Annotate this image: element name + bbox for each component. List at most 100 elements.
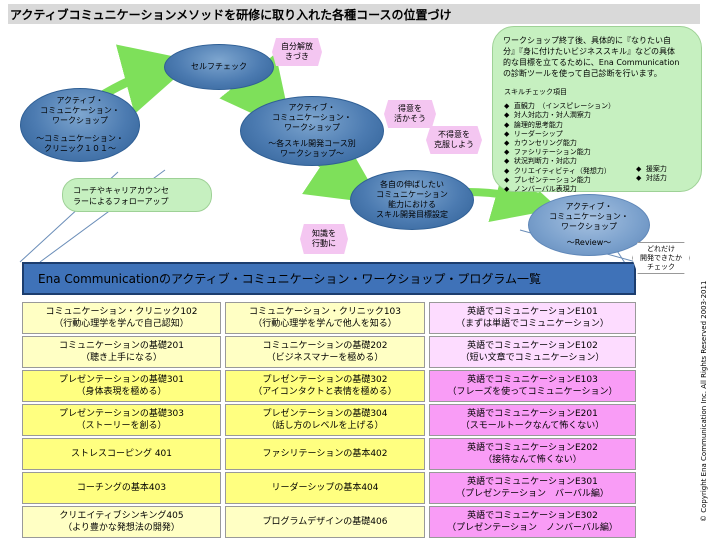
- badge-check: どれだけ 開発できたか チェック: [632, 242, 690, 274]
- skill-extra-label: 対話力: [645, 174, 667, 183]
- self-check-ellipse: セルフチェック: [164, 44, 274, 90]
- course-name: プレゼンテーションの基礎303: [59, 409, 184, 419]
- course-subtitle: （接待なんて怖くない）: [483, 455, 582, 465]
- course-subtitle: （話し方のレベルを上げる）: [266, 421, 384, 431]
- course-name: 英語でコミュニケーションE202: [467, 443, 598, 453]
- info-line: 的な目標を立てるために、Ena Communication: [503, 58, 680, 67]
- arrow-selfcheck-to-center: [219, 53, 293, 133]
- coach-follow-cloud: コーチやキャリアカウンセ ラーによるフォローアップ: [62, 178, 212, 212]
- course-name: 英語でコミュニケーションE102: [467, 341, 598, 351]
- skill-goal-line: 能力における: [388, 200, 436, 209]
- arrow-goal-to-review: [467, 160, 559, 222]
- badge-line: 行動に: [312, 239, 336, 248]
- course-name: コミュニケーション・クリニック103: [249, 307, 401, 317]
- skill-item-label: ノンバーバル表現力: [513, 185, 577, 194]
- badge-strength: 得意を 活かそう: [384, 100, 436, 128]
- badge-line: チェック: [647, 262, 675, 271]
- skill-item: ◆ クリエイティビティ（発想力）: [504, 166, 611, 175]
- workshop-center-line: アクティブ・: [288, 103, 336, 112]
- course-name: ストレスコーピング 401: [70, 449, 173, 459]
- badge-line: 不得意を: [438, 130, 470, 139]
- course-cell: プレゼンテーションの基礎301（身体表現を極める）: [22, 370, 221, 402]
- skill-item: ◆ 論理的思考能力: [504, 120, 563, 129]
- skill-item: ◆ 状況判断力・対応力: [504, 157, 577, 166]
- workshop-left-line: 〜コミュニケーション・: [36, 134, 124, 143]
- workshop-review-line: コミュニケーション・: [549, 212, 629, 221]
- program-title: Ena Communicationのアクティブ・コミュニケーション・ワークショッ…: [38, 272, 542, 286]
- workshop-review-ellipse: アクティブ・ コミュニケーション・ ワークショップ 〜Review〜: [528, 194, 650, 256]
- course-subtitle: （行動心理学を学んで自己認知）: [54, 319, 189, 329]
- info-cloud: ワークショップ終了後、具体的に『なりたい自 分』『身に付けたいビジネススキル』な…: [492, 26, 702, 192]
- course-name: プレゼンテーションの基礎302: [262, 375, 388, 385]
- skill-goal-line: コミュニケーション: [376, 190, 448, 199]
- course-cell: リーダーシップの基本404: [225, 472, 425, 504]
- course-cell: プレゼンテーションの基礎304 （話し方のレベルを上げる）: [225, 404, 425, 436]
- course-name: 英語でコミュニケーションE302: [467, 511, 598, 521]
- skill-item: ◆ カウンセリング能力: [504, 139, 577, 148]
- course-cell: 英語でコミュニケーションE302 （プレゼンテーション ノンバーバル編）: [429, 506, 636, 538]
- badge-shape: [426, 126, 482, 154]
- course-subtitle: （短い文章でコミュニケーション）: [460, 353, 605, 363]
- skill-check-list: スキルチェック項目 ◆ 直観力 （インスピレーション） ◆ 対人対応力・対人潤察…: [504, 88, 700, 194]
- skill-item-label: ファシリテーション能力: [513, 148, 591, 157]
- course-cell: ストレスコーピング 401: [22, 438, 221, 470]
- info-line: の診断ツールを使って自己診断を行います。: [503, 69, 662, 78]
- course-cell: ファシリテーションの基本402: [225, 438, 425, 470]
- badge-weakness: 不得意を 克服しよう: [426, 126, 482, 154]
- course-cell: 英語でコミュニケーションE101（まずは単語でコミュニケーション）: [429, 302, 636, 334]
- course-name: コミュニケーションの基礎202: [262, 341, 388, 351]
- course-cell: コミュニケーションの基礎202（ビジネスマナーを極める）: [225, 336, 425, 368]
- skill-goal-line: 各自の伸ばしたい: [380, 180, 444, 189]
- skill-item: ◆ ノンバーバル表現力: [504, 185, 577, 194]
- course-name: 英語でコミュニケーションE101: [467, 307, 598, 317]
- workshop-review-line: 〜Review〜: [566, 238, 612, 247]
- skill-extra-label: 援案力: [645, 165, 667, 173]
- program-title-bar: Ena Communicationのアクティブ・コミュニケーション・ワークショッ…: [22, 262, 636, 295]
- course-name: プレゼンテーションの基礎301: [59, 375, 184, 385]
- course-name: 英語でコミュニケーションE301: [467, 477, 598, 487]
- coach-follow-line: ラーによるフォローアップ: [73, 197, 169, 206]
- page-title: アクティブコミュニケーションメソッドを研修に取り入れた各種コースの位置づけ: [10, 8, 452, 22]
- course-name: ファシリテーションの基本402: [262, 449, 388, 459]
- workshop-left-line: ワークショップ: [52, 116, 108, 125]
- skill-item-label: カウンセリング能力: [513, 139, 577, 148]
- course-name: コミュニケーションの基礎201: [59, 341, 184, 351]
- skill-item-label: 論理的思考能力: [513, 120, 563, 129]
- course-cell: 英語でコミュニケーションE102 （短い文章でコミュニケーション）: [429, 336, 636, 368]
- badge-line: 得意を: [398, 104, 422, 113]
- course-name: 英語でコミュニケーションE201: [467, 409, 598, 419]
- workshop-left-line: アクティブ・: [56, 96, 104, 105]
- badge-line: 克服しよう: [434, 140, 474, 149]
- workshop-left-line: クリニック１０１〜: [44, 144, 116, 153]
- course-cell: コミュニケーション・クリニック103 （行動心理学を学んで他人を知る）: [225, 302, 425, 334]
- info-line: ワークショップ終了後、具体的に『なりたい自: [503, 36, 671, 45]
- skill-item-label: 状況判断力・対応力: [513, 157, 577, 166]
- badge-line: 活かそう: [394, 114, 426, 123]
- badge-line: 自分解放: [281, 42, 313, 51]
- course-name: リーダーシップの基本404: [271, 483, 379, 493]
- skill-item: ◆ プレゼンテーション能力: [504, 175, 591, 184]
- course-subtitle: （プレゼンテーション ノンバーバル編）: [447, 523, 618, 533]
- skill-item-label: 直観力 （インスピレーション）: [513, 102, 616, 111]
- badge-knowledge: 知識を 行動に: [300, 224, 348, 254]
- workshop-center-line: ワークショップ: [284, 123, 340, 132]
- coach-follow-line: コーチやキャリアカウンセ: [73, 186, 169, 195]
- course-subtitle: （聴き上手になる）: [80, 353, 162, 363]
- course-cell: プログラムデザインの基礎406: [225, 506, 425, 538]
- workshop-left-line: コミュニケーション・: [40, 106, 120, 115]
- badge-shape: [632, 242, 690, 274]
- course-cell: 英語でコミュニケーションE301（プレゼンテーション バーバル編）: [429, 472, 636, 504]
- badge-line: きづき: [285, 52, 309, 61]
- badge-release: 自分解放 きづき: [272, 38, 322, 66]
- workshop-review-line: アクティブ・: [565, 202, 613, 211]
- badge-line: 開発できたか: [640, 253, 682, 262]
- skill-extra-item: ◆ 対話力: [636, 174, 667, 183]
- course-name: プレゼンテーションの基礎304: [262, 409, 388, 419]
- copyright-text: © Copyright Ena Communication Inc. All R…: [700, 280, 708, 522]
- course-subtitle: （行動心理学を学んで他人を知る）: [253, 319, 397, 329]
- badge-line: どれだけ: [647, 244, 675, 253]
- course-cell: クリエイティブシンキング405（より豊かな発想法の開発）: [22, 506, 221, 538]
- course-name: 英語でコミュニケーションE103: [467, 375, 598, 385]
- skill-item: ◆ ファシリテーション能力: [504, 148, 591, 157]
- skill-goal-ellipse: 各自の伸ばしたい コミュニケーション 能力における スキル開発目標設定: [350, 170, 474, 230]
